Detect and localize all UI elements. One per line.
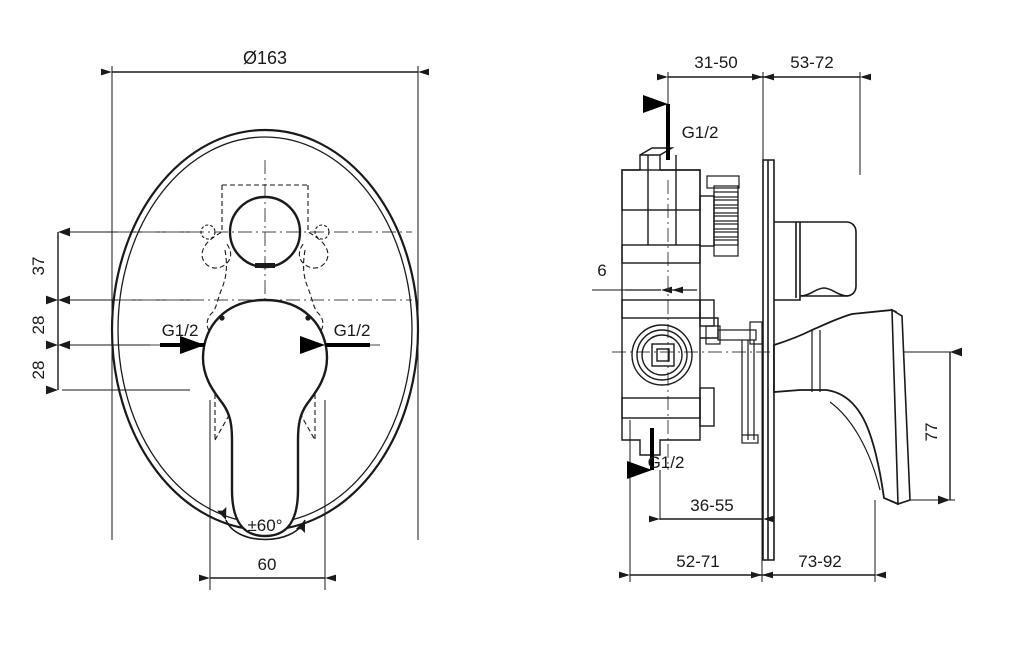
dimension-6-label: 6 bbox=[597, 261, 606, 280]
dimension-37: 37 bbox=[29, 227, 70, 305]
dimension-73-92: 73-92 bbox=[751, 552, 886, 579]
lever-handle-side bbox=[773, 308, 911, 506]
front-port-left-label: G1/2 bbox=[162, 321, 199, 340]
upper-right-screw-hole bbox=[314, 224, 330, 240]
dimension-28-upper-label: 28 bbox=[29, 316, 48, 335]
dimension-36-55: 36-55 bbox=[649, 496, 774, 523]
dimension-diameter: Ø163 bbox=[101, 48, 429, 76]
dimension-28-upper: 28 bbox=[29, 295, 70, 350]
dimension-53-72: 53-72 bbox=[752, 53, 871, 81]
front-port-left: G1/2 bbox=[160, 321, 205, 354]
dimension-36-55-label: 36-55 bbox=[690, 496, 733, 515]
front-port-right-label: G1/2 bbox=[334, 321, 371, 340]
dimension-52-71-label: 52-71 bbox=[676, 552, 719, 571]
front-view-group: Ø163 37 28 28 bbox=[29, 48, 429, 590]
dimension-52-71: 52-71 bbox=[619, 552, 773, 579]
dimension-28-lower: 28 bbox=[29, 340, 70, 395]
handle-left-dot bbox=[219, 315, 225, 321]
side-port-bottom-label: G1/2 bbox=[648, 453, 685, 472]
dimension-77-label: 77 bbox=[922, 423, 941, 442]
dimension-73-92-label: 73-92 bbox=[798, 552, 841, 571]
dimension-28-lower-label: 28 bbox=[29, 361, 48, 380]
diverter-knob bbox=[774, 221, 857, 301]
side-port-bottom: G1/2 bbox=[627, 428, 685, 479]
front-port-right: G1/2 bbox=[300, 321, 371, 354]
rotation-indicator: ±60° bbox=[217, 507, 306, 541]
side-port-top-label: G1/2 bbox=[682, 123, 719, 142]
cartridge-stack bbox=[705, 175, 763, 444]
dimension-60: 60 bbox=[199, 555, 336, 582]
upper-left-screw-hole bbox=[200, 224, 216, 240]
dimension-diameter-label: Ø163 bbox=[243, 48, 287, 68]
dimension-31-50: 31-50 bbox=[657, 53, 774, 81]
handle-right-dot bbox=[305, 315, 311, 321]
dimension-31-50-label: 31-50 bbox=[694, 53, 737, 72]
dimension-60-label: 60 bbox=[258, 555, 277, 574]
side-view-group: 31-50 53-72 36-55 52-71 73-92 6 77 bbox=[592, 53, 962, 582]
dimension-53-72-label: 53-72 bbox=[790, 53, 833, 72]
dimension-77: 77 bbox=[922, 347, 962, 505]
lever-handle bbox=[201, 298, 329, 538]
upper-port-key bbox=[255, 263, 275, 268]
rotation-label: ±60° bbox=[247, 516, 282, 535]
side-port-top: G1/2 bbox=[643, 95, 719, 160]
escutcheon-plate-side bbox=[762, 159, 775, 561]
dimension-37-label: 37 bbox=[29, 257, 48, 276]
dimension-6: 6 bbox=[597, 261, 697, 294]
